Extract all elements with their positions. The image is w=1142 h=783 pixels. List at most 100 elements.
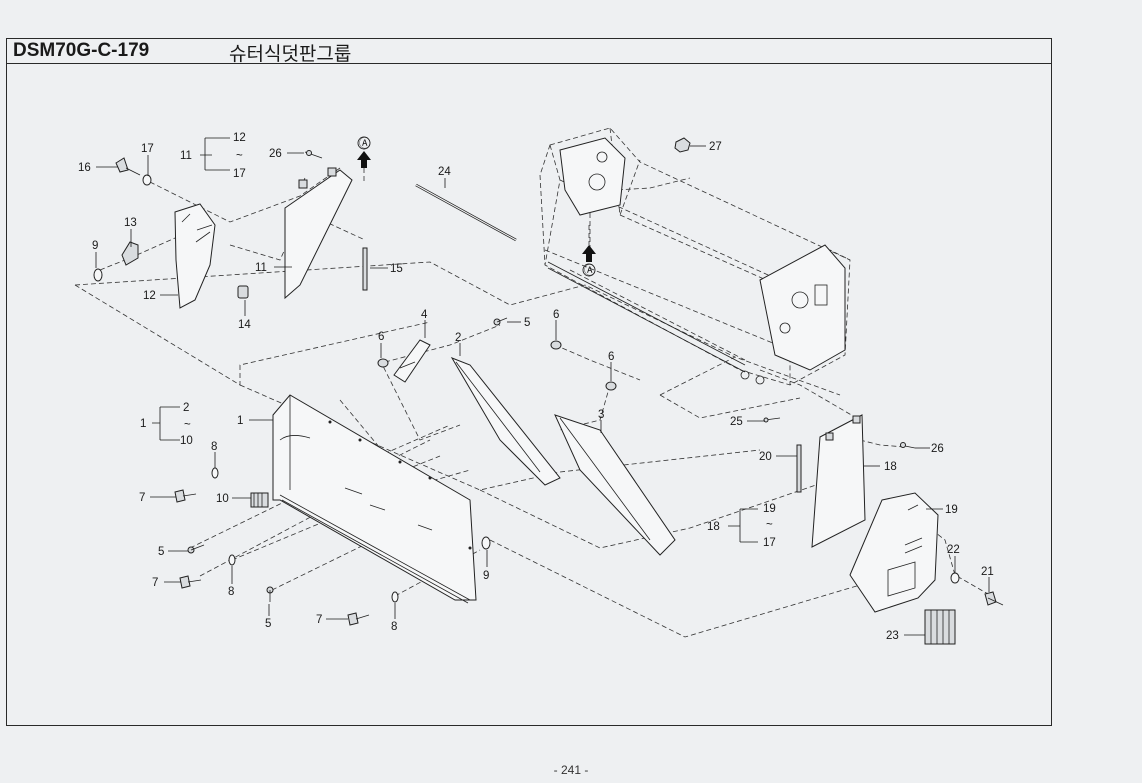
part-9-washer-b[interactable] [481,536,491,550]
part-21-wing-bolt[interactable] [984,591,1004,606]
part-13-bracket[interactable] [121,241,139,266]
callout-26: 26 [269,148,282,160]
part-8-washer-c[interactable] [391,591,399,603]
callout-12: 12 [233,132,246,144]
part-23-grille[interactable] [924,609,956,645]
callout-18: 18 [707,521,720,533]
part-7-wing-bolt-b[interactable] [179,575,202,589]
page-number: - 241 - [553,763,589,777]
callout-24: 24 [438,166,451,178]
callout-4: 4 [421,309,428,321]
callout-25: 25 [730,416,743,428]
callout-6: 6 [608,351,614,363]
callout-5: 5 [265,618,271,630]
part-5-bolt-b[interactable] [266,586,274,602]
leader-lines [95,137,990,636]
callout-3: 3 [598,409,604,421]
callout-12: 12 [143,290,156,302]
callout-7: 7 [152,577,158,589]
part-22-washer[interactable] [950,572,960,584]
callout-6: 6 [378,331,384,343]
drawing-code: DSM70G-C-179 [13,40,150,61]
callout-2: 2 [455,332,461,344]
part-5-bolt-a[interactable] [187,544,205,554]
reference-a-arrow-upper: Ⓐ [357,136,371,182]
callout-5: 5 [524,317,530,329]
part-26-screw[interactable] [304,150,323,159]
callout-22: 22 [947,544,960,556]
callout-11: 11 [255,262,267,274]
part-2-deflector[interactable] [450,357,561,486]
callout-8: 8 [211,441,217,453]
callout-17: 17 [763,537,776,549]
callout-18: 18 [884,461,897,473]
fastener-group-left [174,317,617,626]
callout-labels: 16 17 11 12 ~ 17 26 24 27 13 9 11 15 12 … [78,132,994,642]
callout-26: 26 [931,443,944,455]
callout-9: 9 [483,570,489,582]
part-6-nut-b[interactable] [550,340,562,350]
callout-16: 16 [78,162,91,174]
drawing-frame: DSM70G-C-179 슈터식덧판그룹 [6,38,1052,726]
callout-19: 19 [945,504,958,516]
callout-21: 21 [981,566,994,578]
main-frame-assembly [539,127,851,386]
callout-5: 5 [158,546,164,558]
part-3-deflector[interactable] [554,414,676,556]
part-18-side-plate[interactable] [811,414,866,548]
callout-15: 15 [390,263,403,275]
part-5-bolt-top[interactable] [493,317,508,326]
callout-11: 11 [180,150,192,162]
callout-2: 2 [183,402,189,414]
part-10-grille[interactable] [250,492,269,508]
callout-10: 10 [180,435,193,447]
part-14-nut[interactable] [237,285,249,299]
part-1-panel[interactable] [272,394,477,604]
callout-19: 19 [763,503,776,515]
callout-6: 6 [553,309,559,321]
part-6-nut-c[interactable] [605,381,617,391]
part-7-wing-bolt-a[interactable] [174,489,197,503]
callout-23: 23 [886,630,899,642]
part-20-bar[interactable] [796,444,802,493]
callout-27: 27 [709,141,722,153]
part-24-rod[interactable] [415,183,517,242]
part-4-bracket[interactable] [393,339,431,383]
part-27-nut[interactable] [674,137,691,153]
callout-17: 17 [233,168,246,180]
reference-a-label: Ⓐ [359,137,371,150]
part-15-bar[interactable] [362,247,368,291]
callout-1: 1 [140,418,146,430]
part-7-wing-bolt-c[interactable] [347,612,370,626]
part-16-wing-bolt[interactable] [115,157,141,176]
callout-10: 10 [216,493,229,505]
callout-17: 17 [141,143,154,155]
callout-7: 7 [139,492,145,504]
callout-range: ~ [766,519,773,531]
part-11-side-plate[interactable] [284,167,353,300]
part-12-side-plate[interactable] [174,203,216,309]
part-8-washer-b[interactable] [228,554,236,566]
callout-range: ~ [236,150,243,162]
title-bar: DSM70G-C-179 슈터식덧판그룹 [7,39,1051,65]
part-19-cover[interactable] [849,492,939,613]
callout-9: 9 [92,240,98,252]
reference-a-label: Ⓐ [584,264,596,277]
callout-7: 7 [316,614,322,626]
reference-a-arrow-lower: Ⓐ [582,225,596,277]
callout-1: 1 [237,415,243,427]
part-6-nut-a[interactable] [377,358,389,368]
part-9-washer[interactable] [93,268,103,282]
part-25-screw[interactable] [763,417,781,423]
callout-8: 8 [391,621,397,633]
callout-13: 13 [124,217,137,229]
callout-range: ~ [184,419,191,431]
part-26-screw-b[interactable] [899,442,916,449]
callout-14: 14 [238,319,251,331]
callout-20: 20 [759,451,772,463]
drawing-title: 슈터식덧판그룹 [229,43,352,65]
part-17-washer[interactable] [142,174,152,186]
part-8-washer-a[interactable] [211,467,219,479]
callout-8: 8 [228,586,234,598]
